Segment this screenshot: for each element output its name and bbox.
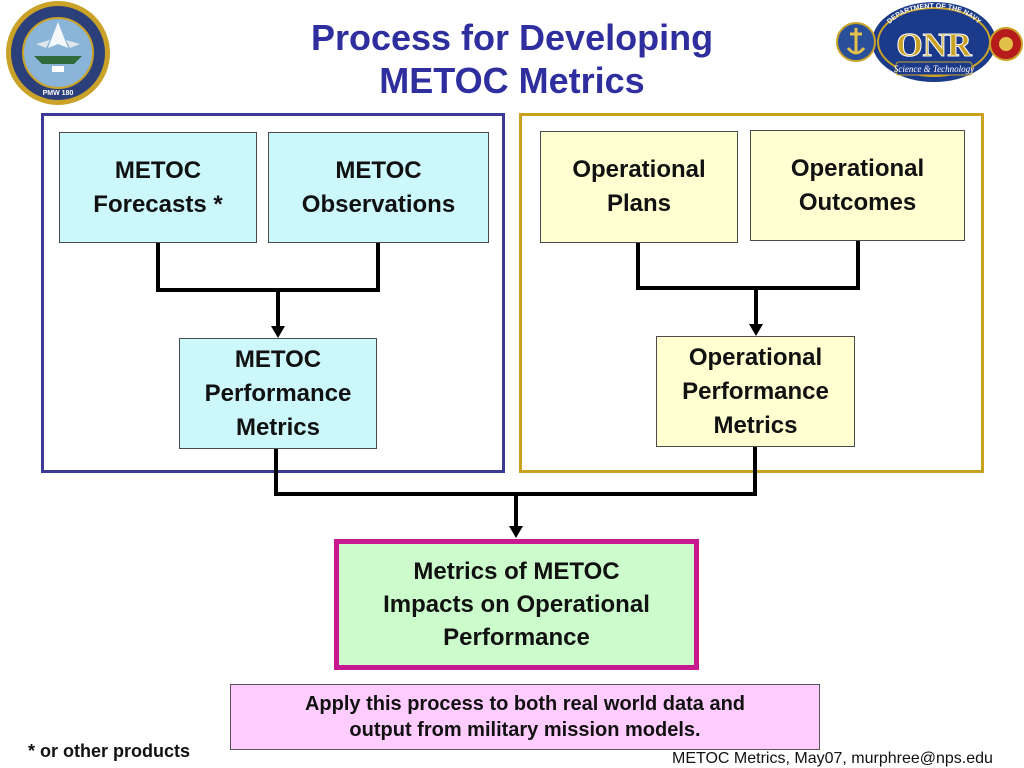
ops-inputs-connector bbox=[636, 239, 860, 290]
box-label-line: Operational bbox=[572, 156, 706, 183]
onr-letters: ONR bbox=[896, 27, 972, 64]
title-line-2: METOC Metrics bbox=[379, 60, 645, 101]
slide-footer: METOC Metrics, May07, murphree@nps.edu bbox=[672, 750, 993, 767]
result-label-line: Metrics of METOC bbox=[413, 558, 620, 585]
metoc-panel bbox=[41, 113, 505, 473]
process-note-box: Apply this process to both real world da… bbox=[230, 684, 820, 750]
box-label-line: Metrics bbox=[235, 413, 321, 441]
footnote: * or other products bbox=[28, 741, 191, 761]
note-line: Apply this process to both real world da… bbox=[304, 693, 746, 715]
box-label-line: METOC bbox=[335, 156, 422, 184]
result-label-line: Impacts on Operational bbox=[383, 591, 650, 618]
box-label-line: Metrics bbox=[713, 411, 798, 439]
box-label-line: Performance bbox=[682, 377, 829, 405]
metoc-performance-metrics-box: METOC Performance Metrics bbox=[179, 338, 377, 449]
box-label-line: Operational bbox=[688, 343, 823, 371]
box-label-line: Observations bbox=[301, 190, 456, 218]
result-label-line: Performance bbox=[443, 624, 590, 651]
metoc-inputs-connector bbox=[156, 241, 380, 292]
performance-connector bbox=[274, 445, 757, 496]
title-line-1: Process for Developing bbox=[310, 17, 714, 58]
onr-logo-icon: DEPARTMENT OF THE NAVY ONR Science & Tec… bbox=[836, 0, 1024, 93]
onr-ribbon-text: Science & Technology bbox=[894, 64, 974, 74]
box-label-line: Outcomes bbox=[798, 188, 917, 216]
box-label-line: METOC bbox=[114, 156, 202, 184]
seal-text: PMW 180 bbox=[43, 90, 74, 97]
pmw-180-seal-icon: PMW 180 bbox=[0, 0, 120, 113]
box-label-line: Operational bbox=[790, 154, 925, 182]
box-label-line: METOC bbox=[234, 345, 322, 373]
metoc-impacts-result-box: Metrics of METOC Impacts on Operational … bbox=[334, 539, 699, 670]
box-label-line: Forecasts * bbox=[93, 190, 223, 218]
box-label-line: Performance bbox=[204, 379, 352, 407]
box-label-line: Plans bbox=[606, 190, 672, 217]
operational-plans-box: Operational Plans bbox=[540, 131, 738, 243]
metoc-forecasts-box: METOC Forecasts * bbox=[59, 132, 257, 243]
metoc-observations-box: METOC Observations bbox=[268, 132, 489, 243]
operational-performance-metrics-box: Operational Performance Metrics bbox=[656, 336, 855, 447]
note-line: output from military mission models. bbox=[349, 719, 701, 741]
operational-panel bbox=[519, 113, 984, 473]
page-title: Process for Developing METOC Metrics bbox=[200, 16, 824, 102]
arrowhead-icon bbox=[749, 324, 763, 336]
operational-outcomes-box: Operational Outcomes bbox=[750, 130, 965, 241]
arrowhead-icon bbox=[271, 326, 285, 338]
arrowhead-icon bbox=[509, 526, 523, 538]
